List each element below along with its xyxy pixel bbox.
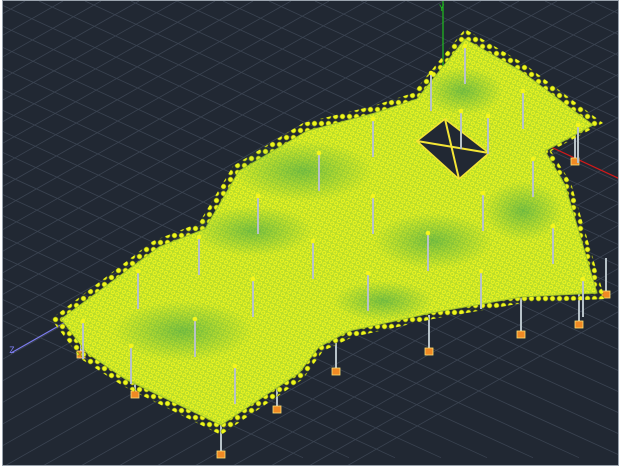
column-16 xyxy=(196,234,202,275)
column-2 xyxy=(428,70,434,111)
z-axis-label: Z xyxy=(9,346,15,356)
column-22 xyxy=(192,316,198,357)
column-6 xyxy=(485,113,491,154)
column-13 xyxy=(550,223,556,264)
column-9 xyxy=(255,193,261,234)
column-8 xyxy=(316,150,322,191)
model-scene[interactable]: Y Z xyxy=(3,1,619,466)
column-3 xyxy=(520,88,526,129)
column-19 xyxy=(478,268,484,309)
support-7 xyxy=(516,298,526,339)
column-4 xyxy=(458,108,464,149)
slab-stress-shading xyxy=(113,67,563,361)
columns xyxy=(80,43,586,404)
support-10 xyxy=(601,258,611,299)
column-17 xyxy=(250,276,256,317)
column-20 xyxy=(580,276,586,317)
column-24 xyxy=(80,318,86,359)
column-11 xyxy=(480,190,486,231)
column-1 xyxy=(462,43,468,84)
column-10 xyxy=(370,193,376,234)
column-18 xyxy=(365,270,371,311)
support-6 xyxy=(424,315,434,356)
column-12 xyxy=(530,156,536,197)
column-21 xyxy=(135,268,141,309)
column-7 xyxy=(370,116,376,157)
column-14 xyxy=(425,230,431,271)
column-25 xyxy=(232,363,238,404)
column-23 xyxy=(128,343,134,384)
column-5 xyxy=(575,122,581,163)
column-15 xyxy=(310,238,316,279)
y-axis-label: Y xyxy=(439,4,445,14)
